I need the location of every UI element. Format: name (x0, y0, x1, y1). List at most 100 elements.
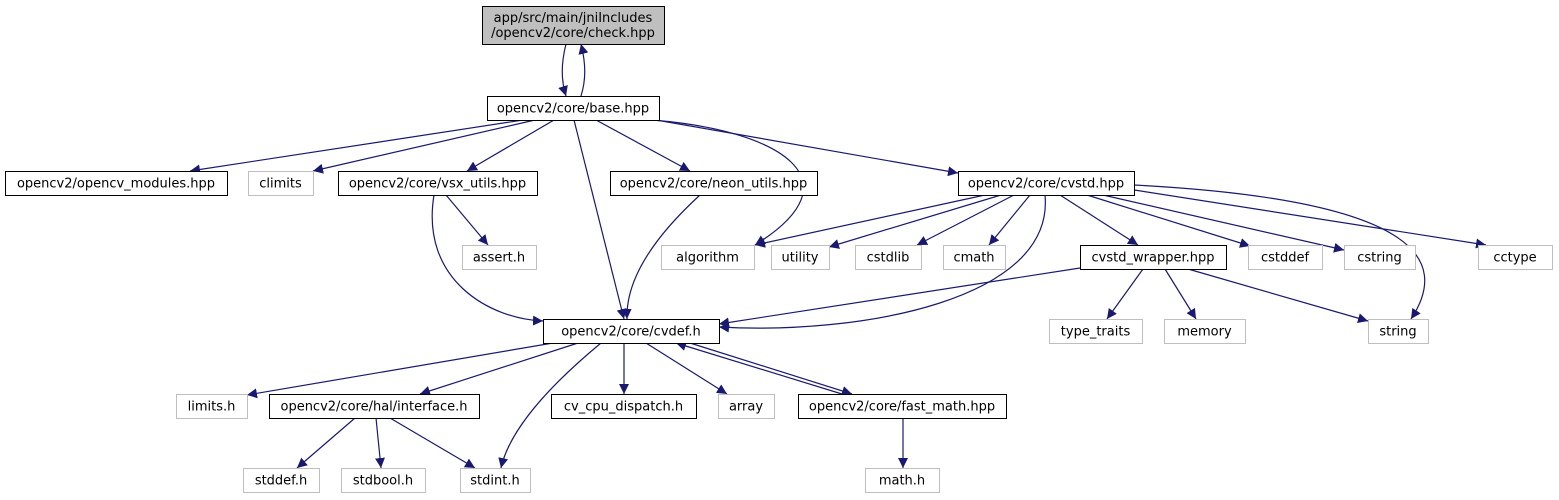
node-label-cstdlib: cstdlib (867, 251, 910, 266)
node-stdbool: stdbool.h (341, 468, 426, 493)
node-box-vsx_utils (338, 171, 538, 196)
node-box-cmath (943, 245, 1006, 270)
node-label-stdint: stdint.h (470, 474, 519, 489)
edge-cvdef-to-stdint (498, 342, 602, 469)
edges-layer (189, 43, 1487, 469)
node-label-limits: limits.h (188, 400, 236, 415)
nodes-layer: app/src/main/jniIncludes/opencv2/core/ch… (5, 6, 1553, 493)
node-cvstd_wrapper[interactable]: cvstd_wrapper.hpp (1080, 245, 1227, 270)
node-box-cv_cpu_dispatch (551, 394, 697, 419)
node-cv_cpu_dispatch[interactable]: cv_cpu_dispatch.h (551, 394, 697, 419)
node-box-algorithm (661, 245, 755, 270)
node-memory: memory (1164, 319, 1246, 344)
node-box-cstring (1344, 245, 1416, 270)
node-label-cv_cpu_dispatch: cv_cpu_dispatch.h (564, 400, 683, 415)
node-label-cstring: cstring (1357, 251, 1401, 266)
node-box-fast_math (798, 394, 1007, 419)
node-check[interactable]: app/src/main/jniIncludes/opencv2/core/ch… (482, 6, 665, 45)
node-cvdef[interactable]: opencv2/core/cvdef.h (543, 319, 720, 344)
edge-cvstd-to-cmath (988, 194, 1031, 246)
node-label-cvstd_wrapper: cvstd_wrapper.hpp (1092, 251, 1215, 266)
node-stdint: stdint.h (460, 468, 531, 493)
node-cmath: cmath (943, 245, 1006, 270)
node-label-cvdef: opencv2/core/cvdef.h (561, 325, 701, 340)
node-box-stdint (460, 468, 531, 493)
node-box-string (1368, 319, 1429, 344)
node-box-cstddef (1248, 245, 1323, 270)
node-box-memory (1164, 319, 1246, 344)
edge-base-to-opencv_modules (189, 119, 524, 175)
node-vsx_utils[interactable]: opencv2/core/vsx_utils.hpp (338, 171, 538, 196)
edge-cvstd-to-cstddef (1086, 194, 1251, 248)
node-label-cctype: cctype (1493, 251, 1536, 266)
node-box-cvstd_wrapper (1080, 245, 1227, 270)
node-cstdlib: cstdlib (855, 245, 922, 270)
node-label-cmath: cmath (953, 251, 994, 266)
node-box-opencv_modules (5, 171, 228, 196)
node-label-climits: climits (259, 177, 302, 192)
node-utility: utility (771, 245, 830, 270)
edge-cvstd-to-cstring (1102, 194, 1345, 253)
edge-cvdef-to-array (645, 342, 728, 395)
node-box-cvstd (958, 171, 1135, 196)
node-box-check (482, 6, 665, 45)
edge-base-to-climits (312, 119, 536, 174)
node-algorithm: algorithm (661, 245, 755, 270)
node-assert: assert.h (462, 245, 537, 270)
node-cstddef: cstddef (1248, 245, 1323, 270)
edge-base-to-algorithm (651, 119, 805, 246)
node-label-opencv_modules: opencv2/opencv_modules.hpp (17, 177, 215, 192)
node-neon_utils[interactable]: opencv2/core/neon_utils.hpp (610, 171, 818, 196)
node-label-algorithm: algorithm (676, 251, 739, 266)
edge-cvstd_wrapper-to-cvdef (718, 267, 1081, 328)
edge-cvstd-to-utility (828, 194, 1002, 249)
node-base[interactable]: opencv2/core/base.hpp (487, 96, 660, 121)
edge-check-to-base (558, 43, 568, 97)
node-box-interface (269, 394, 480, 419)
node-label-base: opencv2/core/base.hpp (497, 102, 649, 117)
node-label-memory: memory (1177, 325, 1232, 340)
node-box-cvdef (543, 319, 720, 344)
edge-cvstd-to-string (1133, 184, 1426, 320)
edge-cvdef-to-limits (246, 342, 554, 399)
node-opencv_modules[interactable]: opencv2/opencv_modules.hpp (5, 171, 228, 196)
edge-base-to-vsx_utils (466, 119, 555, 172)
node-box-neon_utils (610, 171, 818, 196)
edge-cvstd_wrapper-to-type_traits (1106, 268, 1144, 320)
node-cctype: cctype (1478, 245, 1553, 270)
edge-base-to-cvdef (573, 119, 627, 320)
node-box-type_traits (1049, 319, 1143, 344)
node-label-check-line-1: app/src/main/jniIncludes (494, 11, 653, 26)
node-label-utility: utility (782, 251, 819, 266)
node-box-assert (462, 245, 537, 270)
edge-base-to-check (578, 43, 589, 97)
node-label-cstddef: cstddef (1261, 251, 1310, 266)
node-box-limits (176, 394, 248, 419)
node-label-neon_utils: opencv2/core/neon_utils.hpp (620, 177, 808, 192)
edge-base-to-cvstd (655, 119, 959, 177)
edge-cvstd-to-algorithm (754, 194, 986, 248)
node-box-stddef (243, 468, 320, 493)
node-fast_math[interactable]: opencv2/core/fast_math.hpp (798, 394, 1007, 419)
edge-cvdef-to-fast_math (689, 342, 853, 396)
node-box-cstdlib (855, 245, 922, 270)
node-box-array (718, 394, 775, 419)
node-label-fast_math: opencv2/core/fast_math.hpp (809, 400, 995, 415)
edge-vsx_utils-to-cvdef (431, 194, 544, 326)
node-cstring: cstring (1344, 245, 1416, 270)
edge-cvstd-to-cstdlib (916, 194, 1015, 246)
node-interface[interactable]: opencv2/core/hal/interface.h (269, 394, 480, 419)
edge-base-to-neon_utils (595, 119, 691, 172)
node-math: math.h (865, 468, 940, 493)
node-climits: climits (248, 171, 314, 196)
node-label-type_traits: type_traits (1061, 325, 1131, 340)
edge-interface-to-stddef (296, 417, 356, 469)
node-cvstd[interactable]: opencv2/core/cvstd.hpp (958, 171, 1135, 196)
node-stddef: stddef.h (243, 468, 320, 493)
node-type_traits: type_traits (1049, 319, 1143, 344)
node-label-math: math.h (879, 474, 925, 489)
node-label-cvstd: opencv2/core/cvstd.hpp (968, 177, 1124, 192)
node-string: string (1368, 319, 1429, 344)
edge-vsx_utils-to-assert (445, 194, 489, 246)
node-label-interface: opencv2/core/hal/interface.h (280, 400, 467, 415)
